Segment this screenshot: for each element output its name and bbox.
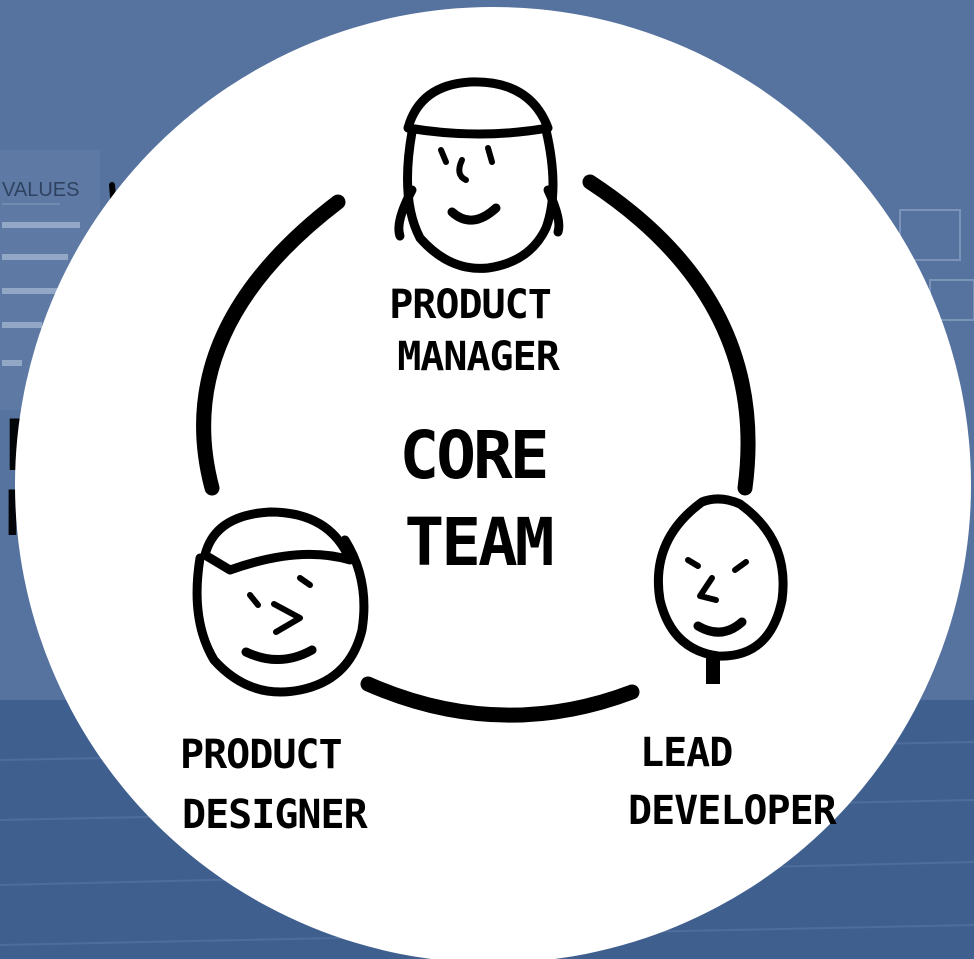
arc-manager-designer — [196, 194, 346, 496]
product-manager-line-1: PRODUCT — [389, 282, 551, 328]
lead-developer-face-icon — [653, 494, 788, 684]
diagram-disc — [15, 7, 971, 959]
core-team-label: CORE TEAM — [400, 417, 555, 581]
product-designer-face-icon — [192, 507, 369, 697]
background-heading: VALUES — [2, 179, 79, 201]
core-team-line-2: TEAM — [405, 504, 552, 581]
role-label-product-designer: PRODUCT DESIGNER — [180, 732, 370, 838]
product-manager-line-2: MANAGER — [397, 334, 560, 380]
developer-tie-icon — [706, 652, 720, 684]
product-manager-face-icon — [394, 77, 564, 273]
product-designer-line-1: PRODUCT — [180, 732, 342, 778]
role-label-product-manager: PRODUCT MANAGER — [389, 282, 561, 380]
role-label-lead-developer: LEAD DEVELOPER — [628, 730, 839, 834]
connector-arcs — [196, 174, 756, 723]
arc-manager-developer — [582, 174, 756, 496]
core-team-line-1: CORE — [400, 417, 547, 494]
arc-designer-developer — [360, 676, 640, 723]
lead-developer-line-2: DEVELOPER — [628, 788, 838, 834]
product-designer-line-2: DESIGNER — [182, 792, 369, 838]
lead-developer-line-1: LEAD — [640, 730, 732, 776]
